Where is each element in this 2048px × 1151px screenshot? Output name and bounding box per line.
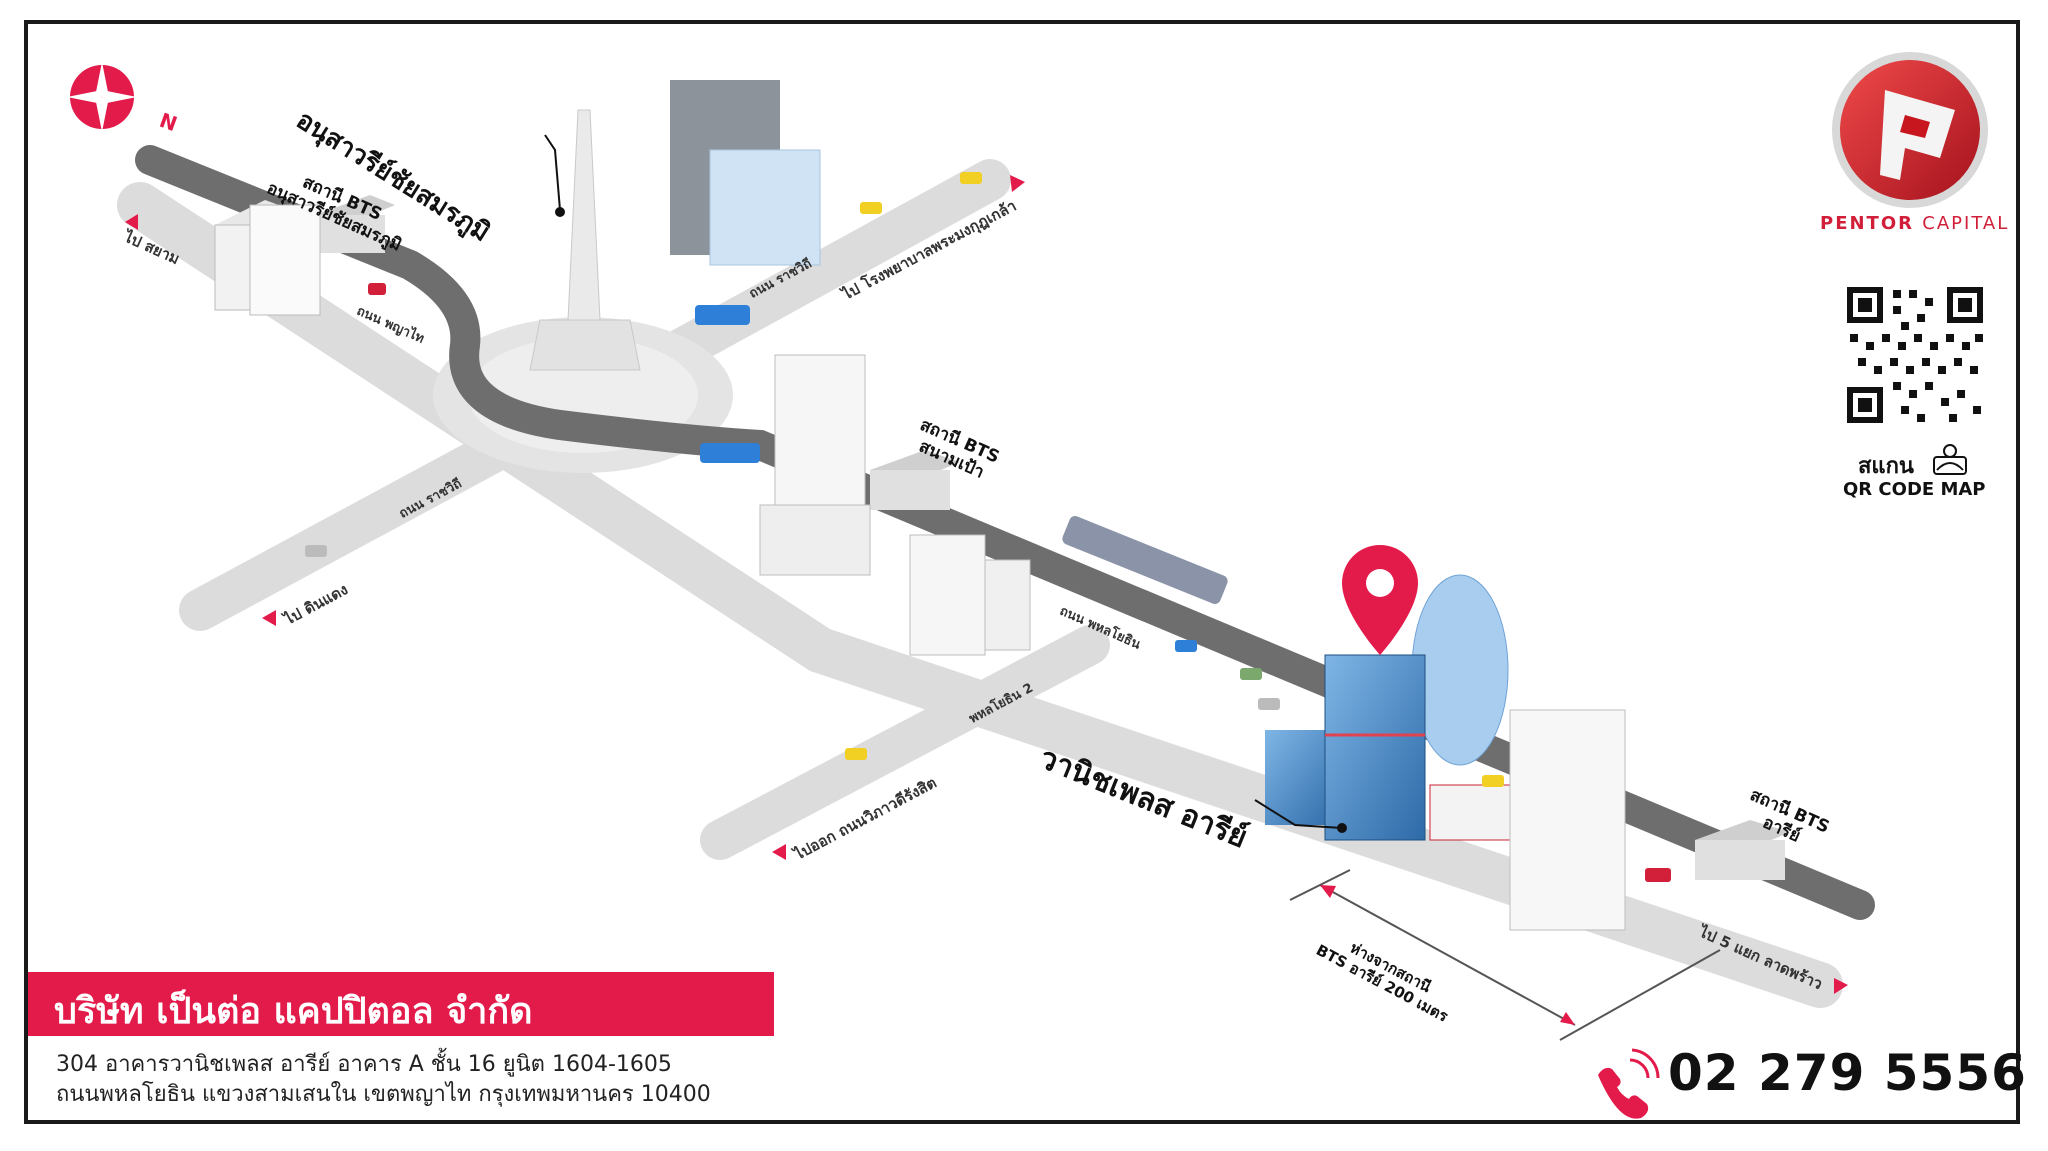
arrow-to-hospital: [1010, 175, 1025, 192]
compass-icon: [67, 62, 137, 132]
victory-monument-obelisk: [567, 109, 601, 321]
bts-track: [135, 145, 1875, 920]
buildings: [214, 80, 1626, 931]
bus-mid: [700, 443, 760, 463]
qr-scan-label: สแกน: [1858, 454, 1914, 479]
car-red: [368, 283, 386, 295]
ground-roads: [117, 159, 1843, 1008]
road-phahonyothin: [117, 182, 1843, 1008]
arrow-to-lat-phrao: [1834, 978, 1848, 994]
vehicles: [305, 172, 1671, 882]
brand-name-bold: PENTOR: [1820, 213, 1914, 234]
station-sanampao-box: [870, 470, 950, 510]
location-pin-icon: [1342, 545, 1418, 655]
taxi: [960, 172, 982, 184]
gas-station: [1429, 784, 1511, 841]
phone-icon: [1598, 1048, 1660, 1119]
pentor-logo-icon: [1832, 52, 1988, 208]
qr-code-icon: [1845, 285, 1985, 425]
brand-name: PENTOR CAPITAL: [1820, 213, 2009, 234]
company-name: บริษัท เป็นต่อ แคปปิตอล จำกัด: [54, 991, 533, 1032]
building-right-tower: [1509, 709, 1626, 931]
company-name-bar: บริษัท เป็นต่อ แคปปิตอล จำกัด: [28, 972, 774, 1036]
scan-user-icon: [1933, 444, 1967, 475]
office-vanit-place: [1324, 654, 1426, 841]
company-address-line1: 304 อาคารวานิชเพลส อารีย์ อาคาร A ชั้น 1…: [56, 1052, 672, 1077]
bts-train: [1062, 516, 1228, 604]
station-victory-box: [315, 215, 385, 253]
building-egg-tower: [1411, 574, 1509, 766]
direction-arrows: [125, 175, 1848, 994]
station-boxes: [315, 195, 1790, 880]
station-ari-box: [1695, 840, 1785, 880]
arrow-to-din-daeng: [262, 610, 276, 626]
distance-measure: [1289, 869, 1721, 1041]
leader-lines: [544, 134, 1347, 833]
poster-frame: [24, 20, 2020, 1124]
road-phahonyothin-2: [700, 625, 1110, 860]
bts-rail: [135, 145, 1875, 920]
company-address-line2: ถนนพหลโยธิน แขวงสามเสนใน เขตพญาไท กรุงเท…: [56, 1082, 711, 1107]
arrow-to-vibhavadi: [772, 844, 786, 860]
arrow-to-siam: [125, 214, 138, 230]
brand-name-thin: CAPITAL: [1922, 213, 2010, 234]
bus-top: [695, 305, 750, 325]
qr-map-label: QR CODE MAP: [1843, 479, 1986, 500]
company-phone[interactable]: 02 279 5556: [1668, 1044, 2027, 1102]
building-victory: [249, 204, 321, 316]
